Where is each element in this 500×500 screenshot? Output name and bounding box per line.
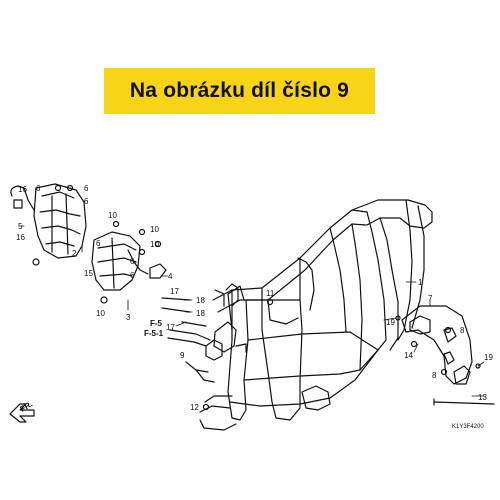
callout-6f: 6: [130, 271, 135, 280]
callout-10b: 10: [150, 225, 159, 234]
callout-8a: 8: [460, 326, 465, 335]
reference-f5: F-5: [150, 319, 163, 328]
front-direction-arrow-icon: [9, 403, 35, 423]
pivot-bolt: [433, 398, 495, 406]
diagram-code: K1Y3F4200: [452, 424, 484, 430]
callout-10a: 10: [108, 211, 117, 220]
callout-8b: 8: [432, 371, 437, 380]
callout-6c: 6: [84, 197, 89, 206]
callout-17b: 17: [166, 323, 175, 332]
callout-2: 2: [72, 249, 77, 258]
fasteners: [32, 184, 481, 411]
rear-engine-hanger: [401, 305, 473, 385]
banner-text: Na obrázku díl číslo 9: [129, 79, 350, 102]
callout-6a: 6: [36, 184, 41, 193]
callout-7: 7: [428, 294, 433, 303]
callout-11: 11: [266, 289, 275, 298]
callout-10c: 10: [150, 240, 159, 249]
callout-12: 12: [190, 403, 199, 412]
callout-17a: 17: [170, 287, 179, 296]
callout-6e: 6: [130, 257, 135, 266]
side-stand-bracket: [167, 293, 233, 383]
main-frame: [199, 199, 433, 431]
callout-4: 4: [168, 272, 173, 281]
callout-16a: 16: [18, 185, 27, 194]
callout-6d: 6: [96, 239, 101, 248]
callout-19b: 19: [484, 353, 493, 362]
callout-15: 15: [84, 269, 93, 278]
callout-5: 5: [18, 222, 23, 231]
leader-lines: [19, 225, 485, 397]
middle-bracket: [91, 231, 167, 291]
callout-18a: 18: [196, 296, 205, 305]
front-bracket-assembly: [10, 183, 87, 259]
callout-14: 14: [404, 351, 413, 360]
callout-19a: 19: [386, 318, 395, 327]
callout-1: 1: [418, 278, 423, 287]
callout-18b: 18: [196, 309, 205, 318]
callout-16b: 16: [16, 233, 25, 242]
callout-6b: 6: [84, 184, 89, 193]
callout-3: 3: [126, 313, 131, 322]
callout-labels: 1 2 3 4 5 6 6 6 6 6 6 7 8 8 9 10 10 10 1…: [16, 184, 493, 430]
callout-10d: 10: [96, 309, 105, 318]
part-number-banner: Na obrázku díl číslo 9: [104, 68, 375, 114]
reference-f5-1: F-5-1: [144, 329, 164, 338]
callout-9: 9: [180, 351, 185, 360]
callout-13: 13: [478, 393, 487, 402]
